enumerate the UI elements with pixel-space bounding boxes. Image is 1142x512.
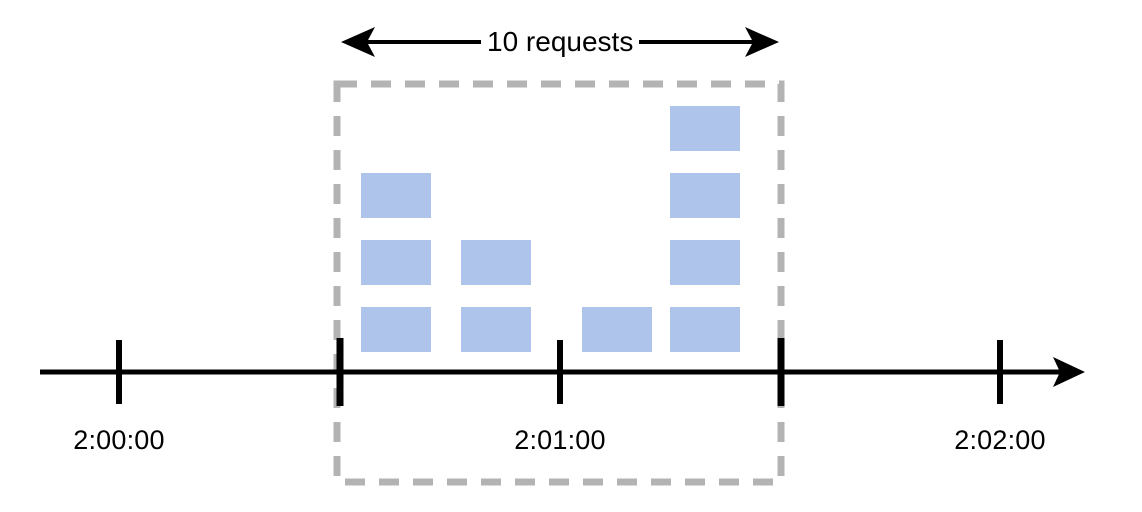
request-block: [361, 240, 431, 285]
request-block: [670, 173, 740, 218]
axis-tick-label: 2:00:00: [73, 425, 165, 455]
request-block: [461, 307, 531, 352]
axis-arrowhead-icon: [1053, 357, 1085, 387]
request-block: [361, 173, 431, 218]
annotation-arrowhead-right-icon: [745, 27, 779, 57]
axis-tick-label: 2:02:00: [954, 425, 1046, 455]
request-block: [582, 307, 652, 352]
request-blocks-group: [361, 106, 740, 352]
sliding-window-rect: [333, 80, 785, 486]
ten-requests-label: 10 requests: [481, 27, 640, 57]
axis-ticks-group: [116, 338, 1003, 406]
request-block: [670, 307, 740, 352]
annotation-arrowhead-left-icon: [341, 27, 375, 57]
timeline-axis-group: [40, 357, 1085, 387]
request-block: [670, 106, 740, 151]
request-block: [461, 240, 531, 285]
request-block: [361, 307, 431, 352]
request-block: [670, 240, 740, 285]
axis-tick-label: 2:01:00: [514, 425, 606, 455]
